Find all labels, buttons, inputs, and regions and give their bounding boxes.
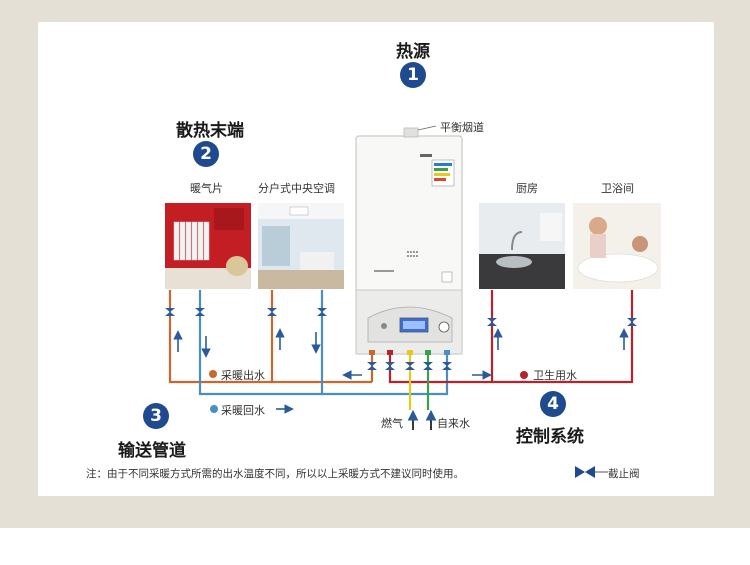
hot-water-label: 卫生用水: [533, 369, 577, 382]
bathroom-label: 卫浴间: [601, 182, 634, 195]
valve-legend-icon: [575, 466, 608, 478]
transport-title: 输送管道: [118, 441, 186, 461]
radiator-photo: [165, 203, 251, 289]
flue-label: 平衡烟道: [440, 121, 484, 134]
radiator-end-title: 散热末端: [176, 121, 244, 141]
heating-return-pipe: [198, 290, 324, 396]
badge-2: 2: [193, 141, 219, 167]
badge-4: 4: [540, 391, 566, 417]
cutoff-valves: [165, 308, 637, 370]
heating-out-label: 采暖出水: [221, 369, 265, 382]
heating-return-dot: [210, 405, 218, 413]
gas-label: 燃气: [381, 417, 403, 430]
central-ac-photo: [258, 203, 344, 289]
hot-water-dot: [520, 371, 528, 379]
kitchen-photo: [479, 203, 565, 289]
kitchen-label: 厨房: [516, 182, 538, 195]
control-title: 控制系统: [516, 427, 584, 447]
bathroom-photo: [573, 203, 661, 289]
tap-water-label: 自来水: [437, 417, 470, 430]
radiator-label: 暖气片: [190, 182, 223, 195]
heating-system-diagram: [165, 125, 661, 478]
badge-1: 1: [400, 62, 426, 88]
boiler-unit: [355, 125, 463, 355]
heating-return-label: 采暖回水: [221, 404, 265, 417]
badge-3: 3: [143, 403, 169, 429]
central-ac-label: 分户式中央空调: [258, 182, 335, 195]
valve-legend-label: 截止阀: [608, 468, 640, 480]
heating-out-pipe: [168, 290, 274, 384]
heat-source-title: 热源: [396, 42, 430, 62]
footnote: 注：由于不同采暖方式所需的出水温度不同，所以以上采暖方式不建议同时使用。: [86, 468, 464, 480]
heating-out-dot: [209, 370, 217, 378]
